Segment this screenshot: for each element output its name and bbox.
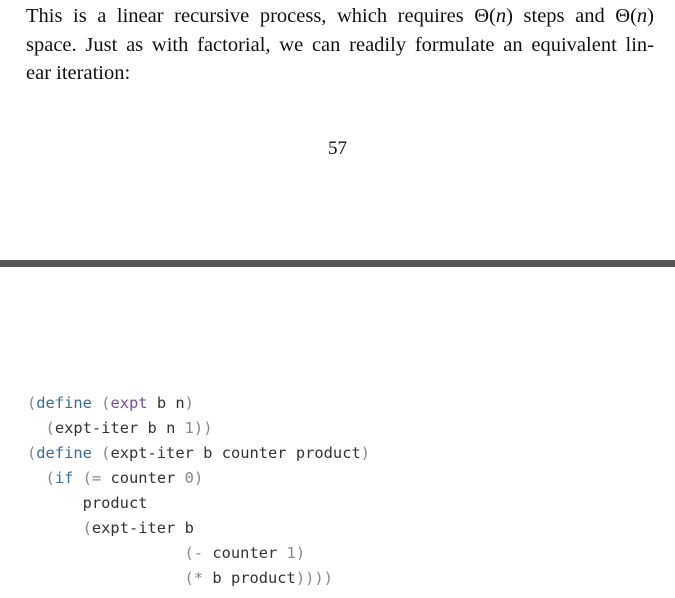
paragraph-line: space. Just as with factorial, we can re… (26, 33, 654, 56)
code-line: (* b product)))) (184, 569, 333, 587)
code-line: (if (= counter 0) (45, 469, 204, 487)
page-divider (0, 260, 675, 267)
code-line: (- counter 1) (184, 544, 306, 562)
code-line: (define (expt b n) (27, 394, 194, 412)
code-line: (expt-iter b n 1)) (45, 419, 213, 437)
page-number: 57 (328, 138, 347, 159)
code-line: product (82, 494, 148, 512)
code-block: (define (expt b n) (expt-iter b n 1)) (d… (27, 391, 370, 591)
code-line: (expt-iter b (82, 519, 194, 537)
page-top: This is a linear recursive process, whic… (0, 0, 675, 260)
paragraph-line: This is a linear recursive process, whic… (26, 5, 654, 27)
paragraph-line: ear iteration: (26, 62, 131, 84)
body-paragraph: This is a linear recursive process, whic… (26, 2, 654, 88)
code-line: (define (expt-iter b counter product) (27, 444, 371, 462)
